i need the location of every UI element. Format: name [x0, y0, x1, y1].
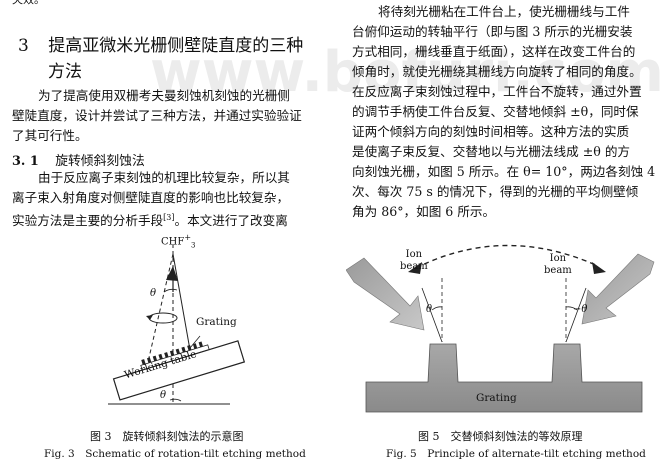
left-beam-direction-line	[421, 287, 443, 343]
grating-profile	[365, 343, 643, 413]
working-table	[112, 340, 246, 401]
section-title-line1: 提高亚微米光栅侧壁陡直度的三种	[48, 36, 304, 56]
subsection-3-1-heading: 3. 1 旋转倾斜刻蚀法	[12, 150, 145, 169]
beam-arrow-head	[166, 266, 178, 281]
grating-leader	[189, 335, 201, 349]
chf-label: CHF+3	[161, 233, 196, 250]
intro-line: 为了提高使用双栅考夫曼刻蚀机刻蚀的光栅侧	[38, 88, 290, 103]
sub31-line: 。本文进行了改变离	[174, 213, 288, 229]
section-number: 3	[18, 36, 29, 56]
theta-arc-bottom	[169, 398, 182, 402]
rotation-arrow	[146, 315, 153, 320]
theta-arc-top	[163, 288, 178, 293]
right-beam-direction-line	[565, 287, 587, 343]
grating-label: Grating	[196, 316, 237, 328]
figure-5-caption-en: Fig. 5 Principle of alternate-tilt etchi…	[386, 448, 646, 460]
right-line: 次、每次 75 s 的情况下，得到的光栅的平均侧壁倾	[352, 184, 639, 199]
right-line: 的调节手柄使工件台反复、交替地倾斜 ±θ，同时保	[352, 104, 639, 119]
right-line: 台俯仰运动的转轴平行（即与图 3 所示的光栅安装	[352, 24, 633, 39]
section-title-line2: 方法	[48, 62, 82, 82]
figure-3-caption-en: Fig. 3 Schematic of rotation-tilt etchin…	[44, 448, 306, 460]
subsection-title: 旋转倾斜刻蚀法	[55, 154, 145, 169]
right-line: 方式相同，栅线垂直于纸面），这样在改变工件台的	[352, 44, 636, 59]
sub31-line: 离子束入射角度对侧壁陡直度的影响也比较复杂，	[12, 190, 290, 205]
intro-line: 壁陡直度，设计并尝试了三种方法，并通过实验验证	[12, 108, 302, 123]
theta-right-label: −θ	[573, 304, 588, 315]
subsection-3-1-paragraph: 由于反应离子束刻蚀的机理比较复杂，所以其 离子束入射角度对侧壁陡直度的影响也比较…	[12, 168, 290, 231]
section-3-heading: 3 提高亚微米光栅侧壁陡直度的三种	[18, 34, 303, 58]
fig5-grating-label: Grating	[476, 392, 517, 404]
right-ion-beam-arrow	[581, 253, 655, 325]
right-column-paragraph: 将待刻光栅粘在工件台上，使光栅栅线与工件 台俯仰运动的转轴平行（即与图 3 所示…	[352, 2, 655, 222]
left-ion-beam-arrow	[346, 257, 425, 331]
right-line: 向刻蚀光栅，如图 5 所示。在 θ= 10°，两边各刻蚀 4	[352, 164, 656, 179]
theta-bottom-label: θ	[160, 390, 167, 401]
alternate-arrow-left-head	[408, 262, 422, 274]
sub31-line: 实验方法是主要的分析手段	[12, 213, 164, 229]
watermark: www.bofuri.com	[150, 40, 663, 105]
alternate-arrow-right-head	[592, 262, 606, 274]
figure-3-diagram	[108, 244, 246, 405]
alternate-arrow-curve	[415, 244, 599, 269]
beam-axis-line	[172, 253, 191, 351]
theta-top-label: θ	[150, 288, 157, 299]
figure-3-caption-cn: 图 3 旋转倾斜刻蚀法的示意图	[90, 430, 244, 443]
figure-5-caption-cn: 图 5 交替倾斜刻蚀法的等效原理	[418, 430, 583, 443]
right-theta-arc	[565, 306, 578, 311]
citation: [3]	[163, 213, 175, 222]
right-line: 倾角时，就使光栅绕其栅线方向旋转了相同的角度。	[352, 64, 642, 79]
top-fragment: 失效。	[12, 0, 45, 10]
right-line: 在反应离子束刻蚀过程中，工件台不旋转，通过外置	[352, 84, 642, 99]
right-line: 将待刻光栅粘在工件台上，使光栅栅线与工件	[378, 4, 630, 19]
sub31-line: 由于反应离子束刻蚀的机理比较复杂，所以其	[38, 170, 290, 185]
right-line: 是使离子束反复、交替地以与光栅法线成 ±θ 的方	[352, 144, 631, 159]
right-line: 证两个倾斜方向的刻蚀时间相等。这种方法的实质	[352, 124, 630, 139]
tilted-normal-line	[147, 253, 174, 363]
right-line: 角为 86°，如图 6 所示。	[352, 204, 496, 219]
theta-left-label: θ	[426, 304, 433, 315]
figure-5-diagram	[346, 244, 655, 413]
left-theta-arc	[431, 306, 443, 311]
intro-paragraph: 为了提高使用双栅考夫曼刻蚀机刻蚀的光栅侧 壁陡直度，设计并尝试了三种方法，并通过…	[12, 86, 302, 146]
intro-line: 了其可行性。	[12, 128, 88, 143]
grating-group	[112, 340, 246, 401]
subsection-number: 3. 1	[12, 154, 39, 169]
